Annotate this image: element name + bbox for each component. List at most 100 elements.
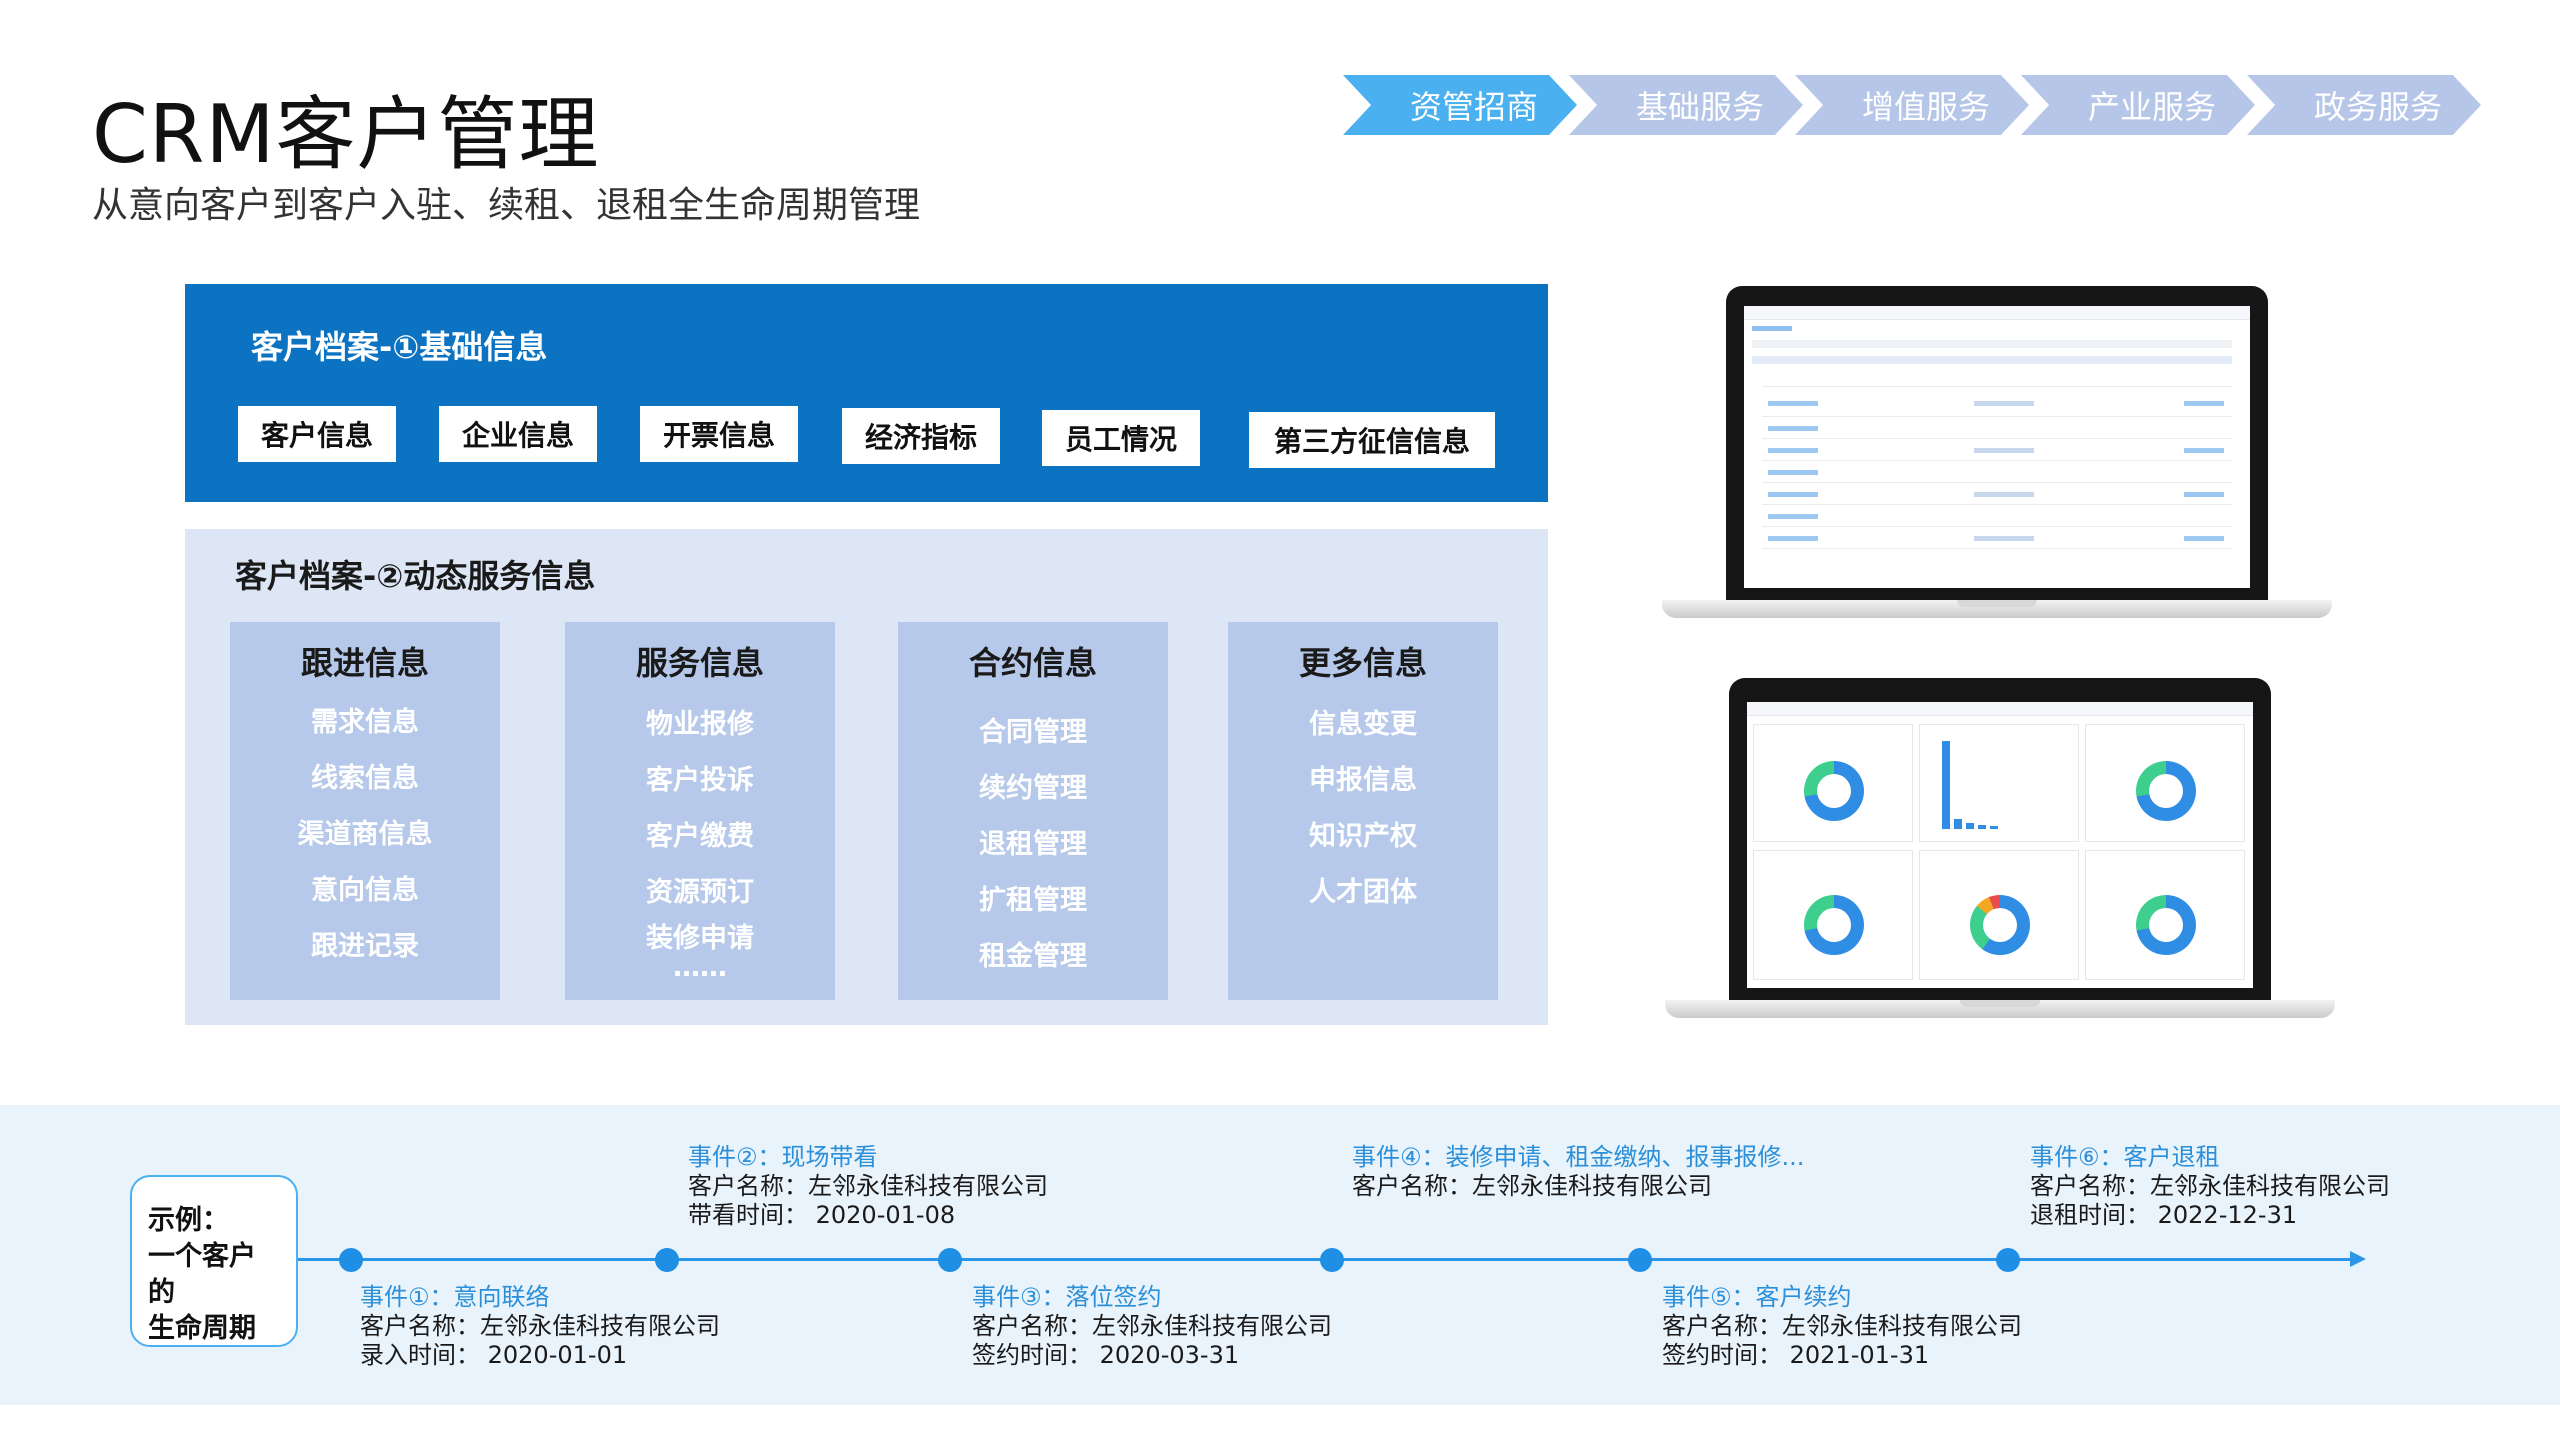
timeline-label-line: 一个客户的 — [148, 1241, 256, 1308]
event-time: 带看时间： 2020-01-08 — [688, 1201, 956, 1229]
donut-chart — [2136, 895, 2196, 955]
timeline-dot-event-6 — [1996, 1248, 2020, 1272]
timeline-event-5: 事件⑤：客户续约 客户名称：左邻永佳科技有限公司 签约时间： 2021-01-3… — [1662, 1283, 2022, 1370]
laptop-base — [1662, 600, 2332, 618]
timeline-event-4: 事件④：装修申请、租金缴纳、报事报修... 客户名称：左邻永佳科技有限公司 — [1352, 1143, 1804, 1201]
dynamic-info-title: 客户档案-②动态服务信息 — [235, 557, 596, 595]
screen-header-bar — [1747, 702, 2253, 716]
timeline-dot-event-2 — [655, 1248, 679, 1272]
laptop-table-screenshot — [1662, 286, 2332, 626]
screen-link-cell — [1768, 401, 1818, 406]
column-title: 服务信息 — [635, 644, 764, 682]
screen-row-divider — [1762, 482, 2232, 483]
timeline-event-6: 事件⑥：客户退租 客户名称：左邻永佳科技有限公司 退租时间： 2022-12-3… — [2030, 1143, 2390, 1230]
bar-mark — [1978, 825, 1986, 829]
screen-text-cell — [1974, 401, 2034, 406]
screen-header-bar — [1744, 306, 2250, 320]
screen-row-divider — [1762, 438, 2232, 439]
event-customer: 客户名称：左邻永佳科技有限公司 — [1352, 1172, 1712, 1200]
event-title: 事件⑥：客户退租 — [2030, 1143, 2220, 1171]
column-item: 申报信息 — [1309, 765, 1417, 796]
timeline-dot-event-1 — [339, 1248, 363, 1272]
column-item: 需求信息 — [311, 707, 419, 738]
screen-link-cell — [1768, 470, 1818, 475]
dashboard-panel — [1919, 724, 2079, 842]
screen-text-cell — [1974, 492, 2034, 497]
dynamic-info-panel: 客户档案-②动态服务信息 跟进信息 需求信息 线索信息 渠道商信息 意向信息 跟… — [185, 529, 1548, 1025]
dashboard-panel — [2085, 724, 2245, 842]
laptop-screen — [1747, 702, 2253, 988]
bar-mark — [1966, 823, 1974, 829]
basic-info-panel: 客户档案-①基础信息 客户信息 企业信息 开票信息 经济指标 员工情况 第三方征… — [185, 284, 1548, 502]
screen-row-divider — [1762, 504, 2232, 505]
column-more: 更多信息 信息变更 申报信息 知识产权 人才团体 — [1228, 622, 1498, 1000]
dashboard-panel — [1753, 724, 1913, 842]
tag-third-party-credit: 第三方征信信息 — [1249, 412, 1495, 468]
nav-item-government-services[interactable]: 政务服务 — [2247, 75, 2481, 135]
laptop-base — [1665, 1000, 2335, 1018]
donut-chart — [1804, 761, 1864, 821]
column-title: 跟进信息 — [300, 644, 429, 682]
donut-chart — [1970, 895, 2030, 955]
nav-item-asset-investment[interactable]: 资管招商 — [1343, 75, 1577, 135]
tag-customer-info: 客户信息 — [238, 406, 396, 462]
column-item: 资源预订 — [646, 877, 754, 908]
screen-link-cell — [1768, 448, 1818, 453]
event-customer: 客户名称：左邻永佳科技有限公司 — [2030, 1172, 2390, 1200]
column-follow-up: 跟进信息 需求信息 线索信息 渠道商信息 意向信息 跟进记录 — [230, 622, 500, 1000]
event-customer: 客户名称：左邻永佳科技有限公司 — [972, 1312, 1332, 1340]
column-service: 服务信息 物业报修 客户投诉 客户缴费 资源预订 装修申请 …… — [565, 622, 835, 1000]
event-time: 退租时间： 2022-12-31 — [2030, 1201, 2298, 1229]
column-title: 更多信息 — [1298, 644, 1427, 682]
column-item: 跟进记录 — [311, 931, 419, 962]
screen-row-divider — [1762, 460, 2232, 461]
laptop-notch — [1960, 1000, 2040, 1007]
event-customer: 客户名称：左邻永佳科技有限公司 — [1662, 1312, 2022, 1340]
timeline-label-box: 示例： 一个客户的 生命周期 — [130, 1175, 298, 1347]
column-item: 客户投诉 — [646, 765, 754, 796]
screen-action-cell — [2184, 448, 2224, 453]
screen-row-divider — [1762, 386, 2232, 387]
screen-action-cell — [2184, 536, 2224, 541]
column-item: 装修申请 — [646, 923, 754, 954]
screen-filter-row — [1752, 340, 2232, 348]
event-customer: 客户名称：左邻永佳科技有限公司 — [688, 1172, 1048, 1200]
column-contract: 合约信息 合同管理 续约管理 退租管理 扩租管理 租金管理 — [898, 622, 1168, 1000]
column-item: 意向信息 — [311, 875, 419, 906]
donut-chart — [2136, 761, 2196, 821]
column-item: 客户缴费 — [646, 821, 754, 852]
tag-invoice-info: 开票信息 — [640, 406, 798, 462]
event-time: 签约时间： 2021-01-31 — [1662, 1341, 1930, 1369]
screen-link-cell — [1768, 514, 1818, 519]
column-item: …… — [673, 952, 727, 983]
column-item: 人才团体 — [1309, 877, 1417, 908]
event-title: 事件②：现场带看 — [688, 1143, 878, 1171]
timeline-arrow-icon — [2350, 1251, 2366, 1267]
tag-employee-status: 员工情况 — [1042, 410, 1200, 466]
laptop-notch — [1957, 600, 2037, 607]
screen-link-cell — [1768, 492, 1818, 497]
tag-economic-indicators: 经济指标 — [842, 408, 1000, 464]
event-time: 签约时间： 2020-03-31 — [972, 1341, 1240, 1369]
dashboard-panel — [1753, 850, 1913, 980]
timeline-label-line: 生命周期 — [148, 1313, 256, 1344]
nav-item-value-added-services[interactable]: 增值服务 — [1795, 75, 2029, 135]
timeline-dot-event-5 — [1628, 1248, 1652, 1272]
timeline-dot-event-4 — [1320, 1248, 1344, 1272]
nav-item-industry-services[interactable]: 产业服务 — [2021, 75, 2255, 135]
column-item: 知识产权 — [1309, 821, 1417, 852]
nav-item-basic-services[interactable]: 基础服务 — [1569, 75, 1803, 135]
column-item: 渠道商信息 — [297, 819, 433, 850]
tag-enterprise-info: 企业信息 — [439, 406, 597, 462]
event-title: 事件③：落位签约 — [972, 1283, 1162, 1311]
column-item: 退租管理 — [979, 829, 1087, 860]
timeline-label-line: 示例： — [148, 1205, 229, 1236]
column-item: 扩租管理 — [979, 885, 1087, 916]
bar-mark — [1954, 819, 1962, 829]
page-title: CRM客户管理 — [92, 88, 600, 181]
event-time: 录入时间： 2020-01-01 — [360, 1341, 628, 1369]
column-title: 合约信息 — [968, 644, 1097, 682]
laptop-dashboard-screenshot — [1665, 678, 2335, 1018]
bar-mark — [1990, 826, 1998, 829]
screen-text-cell — [1974, 448, 2034, 453]
